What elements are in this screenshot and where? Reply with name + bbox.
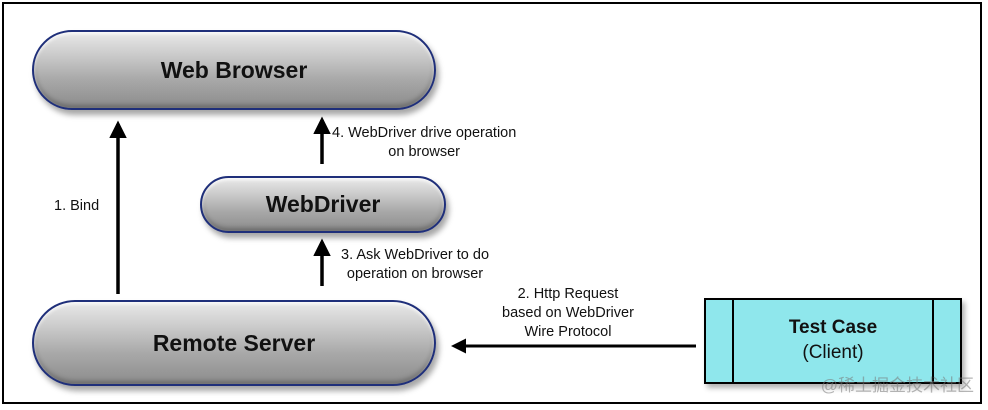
- remote-server-label: Remote Server: [152, 329, 316, 356]
- edge-label-step3: 3. Ask WebDriver to do operation on brow…: [341, 246, 489, 284]
- test-case-left-bar: [732, 300, 734, 382]
- edge-label-step3-line: 3. Ask WebDriver to do: [341, 247, 490, 263]
- edge-label-step2: 2. Http Request based on WebDriver Wire …: [502, 285, 634, 342]
- web-browser-label: Web Browser: [160, 56, 308, 83]
- diagram-frame: [2, 2, 982, 404]
- webdriver-node: WebDriver: [200, 176, 446, 233]
- edge-label-step4: 4. WebDriver drive operation on browser: [332, 124, 516, 162]
- test-case-node: Test Case (Client): [704, 298, 962, 384]
- web-browser-node: Web Browser: [32, 30, 436, 110]
- edge-label-bind: 1. Bind: [54, 197, 99, 216]
- webdriver-label: WebDriver: [265, 191, 381, 217]
- edge-label-step3-line: operation on browser: [346, 266, 484, 282]
- edge-label-step4-line: on browser: [388, 144, 461, 160]
- remote-server-node: Remote Server: [32, 300, 436, 386]
- edge-label-step2-line: Wire Protocol: [524, 324, 612, 340]
- edge-label-step4-line: 4. WebDriver drive operation: [332, 125, 517, 141]
- test-case-subtitle: (Client): [802, 342, 864, 363]
- edge-label-bind-text: 1. Bind: [54, 198, 100, 214]
- test-case-right-bar: [932, 300, 934, 382]
- edge-label-step2-line: 2. Http Request: [517, 286, 619, 302]
- watermark: @稀土掘金技术社区: [820, 376, 974, 395]
- edge-label-step2-line: based on WebDriver: [502, 305, 634, 321]
- test-case-title: Test Case: [788, 317, 878, 338]
